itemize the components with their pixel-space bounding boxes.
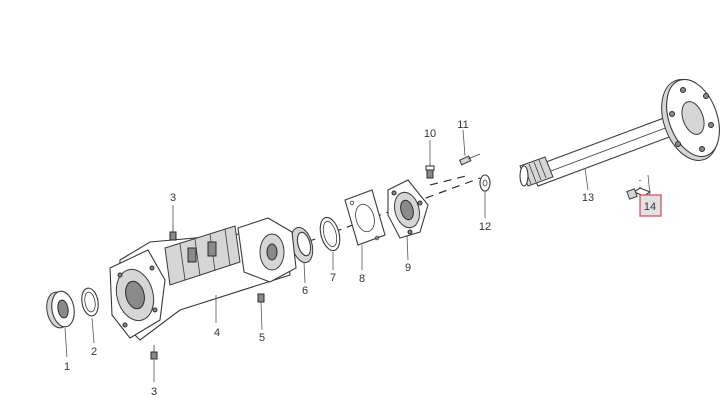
- callout-5[interactable]: 5: [259, 332, 265, 344]
- callout-3-top[interactable]: 3: [170, 192, 176, 204]
- snap-ring[interactable]: [80, 287, 101, 317]
- housing-bolt-top[interactable]: [169, 224, 177, 241]
- screw[interactable]: [458, 153, 481, 166]
- callout-1[interactable]: 1: [64, 361, 70, 373]
- seal-ring[interactable]: [288, 225, 317, 265]
- callout-7[interactable]: 7: [330, 272, 336, 284]
- callout-12[interactable]: 12: [479, 221, 491, 233]
- callout-6[interactable]: 6: [302, 285, 308, 297]
- leader-lines: [64, 129, 651, 382]
- callout-14[interactable]: 14: [644, 201, 656, 213]
- retainer-flange[interactable]: [387, 179, 429, 239]
- housing-bolt-bottom[interactable]: [150, 345, 158, 360]
- highlight-box-14: [639, 194, 662, 217]
- housing-end-block: [237, 217, 297, 283]
- axle-shaft[interactable]: [519, 72, 727, 187]
- callout-8[interactable]: 8: [359, 273, 365, 285]
- o-ring[interactable]: [317, 215, 343, 253]
- callout-2[interactable]: 2: [91, 346, 97, 358]
- axle-housing[interactable]: [109, 217, 297, 341]
- shaft-flange: [661, 78, 720, 161]
- callout-3-bottom[interactable]: 3: [151, 386, 157, 398]
- shaft-splines: [519, 156, 554, 187]
- callout-4[interactable]: 4: [214, 327, 220, 339]
- callout-9[interactable]: 9: [405, 262, 411, 274]
- callout-labels: 1 2 3 3 4 5 6 7 8 9 10 11 12 13 14: [64, 119, 656, 398]
- housing-flange: [109, 249, 166, 339]
- callout-10[interactable]: 10: [424, 128, 436, 140]
- callout-13[interactable]: 13: [582, 192, 594, 204]
- breather-fitting[interactable]: [425, 165, 435, 179]
- bearing[interactable]: [44, 289, 77, 329]
- drain-plug[interactable]: [257, 293, 265, 303]
- housing-ribs: [164, 225, 241, 286]
- callout-11[interactable]: 11: [457, 119, 468, 131]
- gasket-plate[interactable]: [344, 189, 386, 246]
- washer[interactable]: [479, 174, 491, 192]
